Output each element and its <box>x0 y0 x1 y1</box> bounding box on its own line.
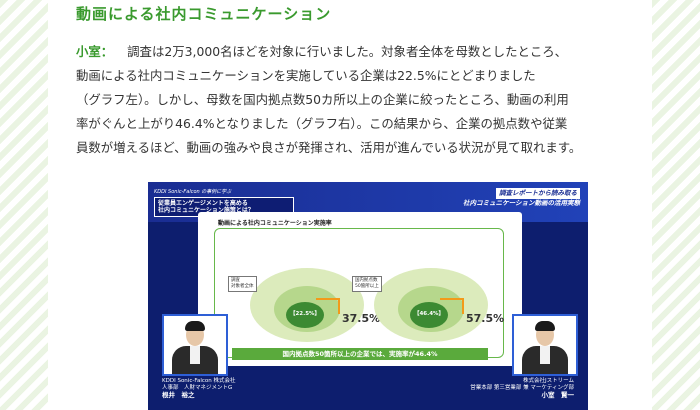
inner-circle-label: 【22.5%】 <box>289 311 321 317</box>
inner-circle: 【22.5%】 <box>286 302 324 328</box>
slide-title: 動画による社内コミュニケーション実施率 <box>218 220 332 227</box>
arrow-icon <box>316 298 340 314</box>
article-content: 動画による社内コミュニケーション 小室： 調査は2万3,000名ほどを対象に行いま… <box>48 0 652 410</box>
interview-paragraph: 小室： 調査は2万3,000名ほどを対象に行いました。対象者全体を母数としたところ… <box>76 40 656 160</box>
right-presenter-video <box>512 314 578 376</box>
chart-tag-line-2: 対象者全体 <box>231 284 254 289</box>
left-venn-chart: 【22.5%】 37.5% 調査 対象者全体 <box>228 268 380 342</box>
right-presenter-name: 小室 賢一 <box>541 391 575 399</box>
presenter-hair <box>185 321 205 331</box>
chart-value: 57.5% <box>466 312 505 325</box>
speaker-label: 小室： <box>76 44 114 59</box>
left-presenter-company: KDDI Sonic-Falcon 株式会社 <box>162 378 236 384</box>
webinar-title-line-2: 社内コミュニケーション施策とは？ <box>158 207 254 214</box>
decorative-stripe-left <box>0 0 48 410</box>
chart-value: 37.5% <box>342 312 381 325</box>
report-title-line-1: 調査レポートから読み取る <box>496 188 580 199</box>
chart-tag-line-1: 調査 <box>231 278 240 283</box>
right-presenter-caption: 株式会社Jストリーム 営業本部 第三営業部 兼 マーケティング部 小室 賢一 <box>470 378 574 399</box>
arrow-icon <box>440 298 464 314</box>
decorative-stripe-right <box>652 0 700 410</box>
left-presenter-name: 根井 裕之 <box>162 391 195 399</box>
inner-circle: 【46.4%】 <box>410 302 448 328</box>
webinar-screenshot: KDDI Sonic-Falcon の事例に学ぶ 従業員エンゲージメントを高める… <box>148 182 588 410</box>
presentation-slide: 動画による社内コミュニケーション実施率 【22.5%】 37.5% 調査 対象者… <box>198 212 522 366</box>
presenter-shirt <box>190 346 200 364</box>
paragraph-line-3: （グラフ左）。しかし、母数を国内拠点数50カ所以上の企業に絞ったところ、動画の利… <box>76 92 569 107</box>
paragraph-line-5: 員数が増えるほど、動画の強みや良さが発揮され、活用が進んでいる状況が見て取れます… <box>76 140 582 155</box>
chart-tag-line-2: 50箇所以上 <box>355 284 379 289</box>
chart-tag-line-1: 国内拠点数 <box>355 278 378 283</box>
webinar-brand: KDDI Sonic-Falcon の事例に学ぶ <box>154 189 232 195</box>
paragraph-line-4: 率がぐんと上がり46.4%となりました（グラフ右）。この結果から、企業の拠点数や… <box>76 116 568 131</box>
paragraph-line-1: 調査は2万3,000名ほどを対象に行いました。対象者全体を母数としたところ、 <box>127 44 568 59</box>
inner-circle-label: 【46.4%】 <box>413 311 445 317</box>
report-title-line-2: 社内コミュニケーション動画の活用実態 <box>463 199 580 207</box>
left-presenter-dept: 人事部 人財マネジメントG <box>162 385 233 391</box>
paragraph-line-2: 動画による社内コミュニケーションを実施している企業は22.5%にとどまりました <box>76 68 536 83</box>
slide-bottom-banner: 国内拠点数50箇所以上の企業では、実施率が46.4% <box>232 348 488 360</box>
webinar-title-line-1: 従業員エンゲージメントを高める <box>158 200 248 207</box>
presenter-hair <box>535 321 555 331</box>
presenter-shirt <box>540 346 550 364</box>
left-presenter-video <box>162 314 228 376</box>
chart-tag: 国内拠点数 50箇所以上 <box>352 276 382 292</box>
report-title-badge: 調査レポートから読み取る 社内コミュニケーション動画の活用実態 <box>463 188 580 208</box>
section-heading: 動画による社内コミュニケーション <box>76 5 332 23</box>
right-presenter-company: 株式会社Jストリーム <box>523 378 574 384</box>
chart-tag: 調査 対象者全体 <box>228 276 257 292</box>
right-presenter-dept: 営業本部 第三営業部 兼 マーケティング部 <box>470 385 574 391</box>
left-presenter-caption: KDDI Sonic-Falcon 株式会社 人事部 人財マネジメントG 根井 … <box>162 378 236 399</box>
right-venn-chart: 【46.4%】 57.5% 国内拠点数 50箇所以上 <box>352 268 504 342</box>
